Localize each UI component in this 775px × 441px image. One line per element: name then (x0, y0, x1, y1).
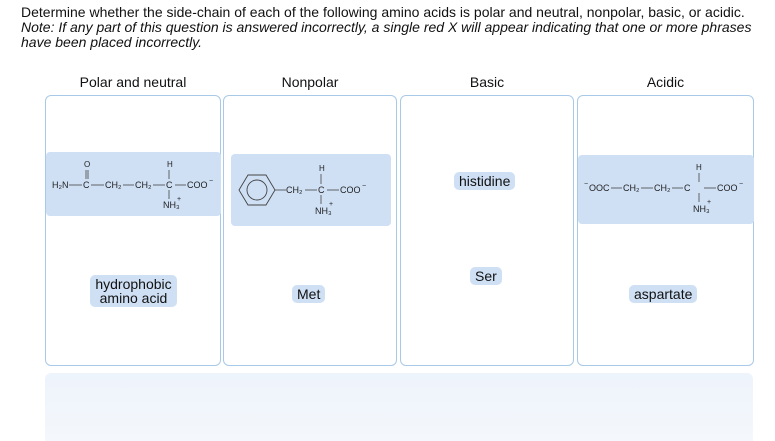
phenylalanine-structure-diagram: CH₂ C H COO − NH₃ + (238, 164, 366, 216)
svg-text:C: C (166, 180, 173, 190)
svg-text:−: − (739, 181, 743, 188)
question-note: Note: If any part of this question is an… (21, 19, 752, 50)
svg-text:C: C (684, 183, 691, 193)
svg-text:H: H (319, 164, 325, 173)
benzene-ring-icon (238, 174, 276, 206)
svg-text:C: C (83, 180, 90, 190)
svg-text:CH₂: CH₂ (105, 180, 122, 190)
glutamine-structure-diagram: H₂N C O CH₂ CH₂ C H COO − NH₃ + (52, 160, 213, 210)
tile-met[interactable]: Met (292, 285, 326, 303)
svg-text:COO: COO (187, 180, 208, 190)
question-prompt: Determine whether the side-chain of each… (21, 4, 745, 20)
tile-histidine[interactable]: histidine (454, 172, 516, 190)
svg-text:−: − (362, 183, 366, 190)
svg-text:C: C (318, 185, 325, 195)
glutamate-structure-diagram: − OOC CH₂ CH₂ C H COO − NH₃ + (584, 163, 743, 214)
svg-text:H₂N: H₂N (52, 180, 69, 190)
svg-text:CH₂: CH₂ (623, 183, 640, 193)
drop-zone-acidic[interactable] (577, 95, 754, 366)
column-header-polar-neutral: Polar and neutral (79, 74, 187, 90)
tile-hydrophobic-line1: hydrophobic (95, 276, 172, 292)
svg-text:COO: COO (340, 185, 361, 195)
svg-text:+: + (707, 199, 711, 206)
tile-ser[interactable]: Ser (470, 267, 502, 285)
svg-text:OOC: OOC (589, 183, 610, 193)
column-header-acidic: Acidic (646, 74, 685, 90)
svg-text:NH₃: NH₃ (163, 200, 180, 210)
answer-tile-tray[interactable] (45, 373, 753, 441)
svg-text:COO: COO (717, 183, 738, 193)
question-text: Determine whether the side-chain of each… (21, 5, 761, 50)
tile-hydrophobic-line2: amino acid (99, 290, 168, 306)
tile-aspartate[interactable]: aspartate (629, 285, 698, 303)
svg-text:NH₃: NH₃ (693, 204, 710, 214)
svg-text:O: O (84, 160, 90, 169)
svg-text:CH₂: CH₂ (135, 180, 152, 190)
drop-zone-nonpolar[interactable] (223, 95, 397, 366)
svg-text:+: + (329, 201, 333, 208)
tile-glutamate-structure[interactable]: − OOC CH₂ CH₂ C H COO − NH₃ + (578, 155, 754, 224)
tile-glutamine-structure[interactable]: H₂N C O CH₂ CH₂ C H COO − NH₃ + (46, 152, 221, 216)
drop-zone-basic[interactable] (400, 95, 574, 366)
svg-text:H: H (167, 160, 173, 169)
svg-text:+: + (177, 196, 181, 203)
tile-phenylalanine-structure[interactable]: CH₂ C H COO − NH₃ + (231, 154, 391, 226)
drop-zone-polar-neutral[interactable] (45, 95, 221, 366)
svg-text:−: − (209, 178, 213, 185)
column-header-nonpolar: Nonpolar (281, 74, 339, 90)
svg-text:H: H (696, 163, 702, 172)
tile-hydrophobic-amino-acid[interactable]: hydrophobic amino acid (90, 275, 177, 307)
svg-text:CH₂: CH₂ (654, 183, 671, 193)
svg-text:NH₃: NH₃ (315, 206, 332, 216)
svg-text:−: − (584, 181, 588, 188)
column-header-basic: Basic (469, 74, 505, 90)
svg-text:CH₂: CH₂ (286, 185, 303, 195)
